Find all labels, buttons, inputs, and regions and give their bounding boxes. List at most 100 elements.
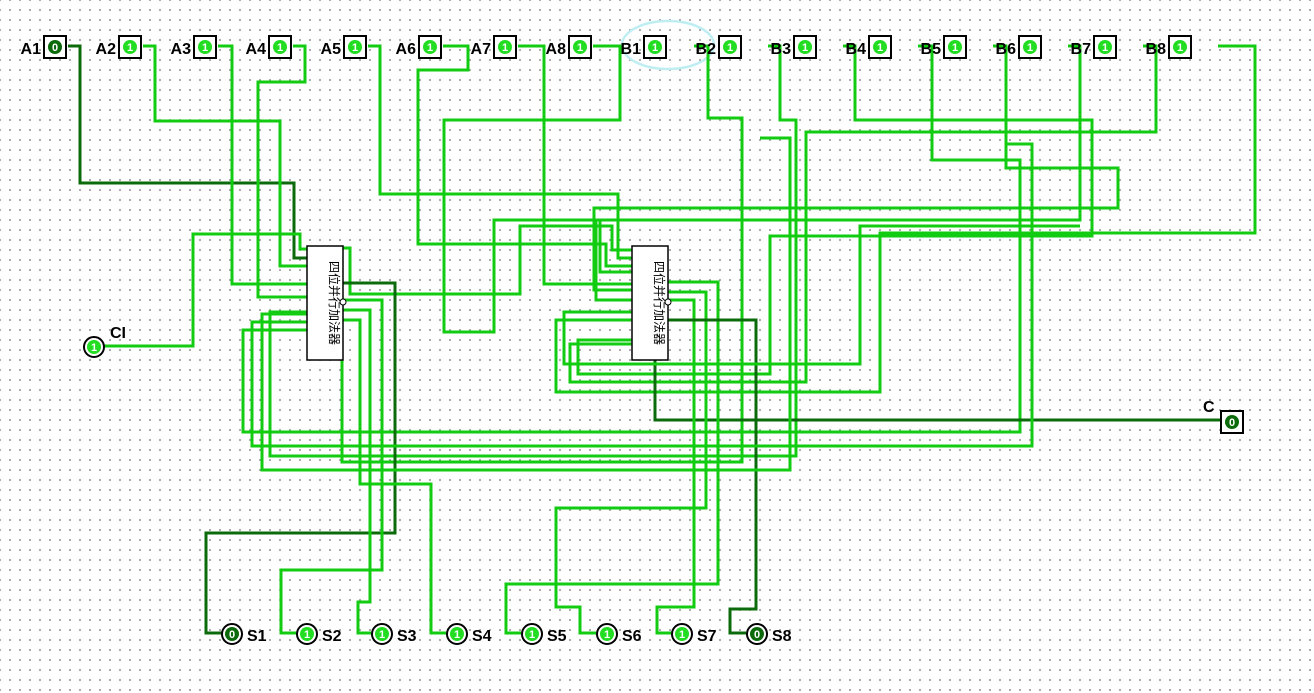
output-label-s5: S5 — [547, 628, 567, 645]
wire-a5[interactable] — [368, 44, 632, 260]
output-led-s3 — [375, 627, 389, 641]
wire-chip1-cout[interactable] — [340, 224, 632, 296]
wire-a4[interactable] — [256, 44, 308, 299]
output-led-s8 — [750, 627, 764, 641]
output-led-s5 — [525, 627, 539, 641]
wire-layer — [68, 44, 1257, 635]
input-label-b3: B3 — [771, 41, 792, 58]
wire-b8[interactable] — [554, 44, 1257, 394]
output-label-s1: S1 — [247, 628, 267, 645]
input-pin-b5[interactable]: B5 1 — [921, 35, 967, 59]
wire-b7[interactable] — [568, 44, 1158, 384]
input-value-b7: 1 — [1102, 42, 1108, 54]
adder-chip-1[interactable]: 四位并行加法器 — [306, 245, 347, 361]
output-led-s1 — [225, 627, 239, 641]
wire-b2[interactable] — [268, 44, 798, 458]
output-value-s8: 0 — [754, 629, 760, 641]
input-label-b1: B1 — [621, 41, 642, 58]
wire-cout[interactable] — [653, 360, 1220, 422]
wire-a2[interactable] — [143, 44, 308, 268]
input-value-b8: 1 — [1177, 42, 1183, 54]
wire-s1[interactable] — [204, 281, 397, 635]
c-value: 0 — [1229, 417, 1235, 429]
input-led-b3 — [798, 40, 812, 54]
wire-a6[interactable] — [416, 44, 632, 268]
wire-ci[interactable] — [103, 232, 308, 348]
wire-b6[interactable] — [594, 44, 1082, 302]
input-label-a4: A4 — [246, 41, 267, 58]
input-led-b4 — [873, 40, 887, 54]
wire-s6[interactable] — [554, 290, 708, 635]
wire-s8[interactable] — [666, 318, 758, 635]
output-led-s4 — [450, 627, 464, 641]
wire-a7[interactable] — [518, 44, 632, 286]
input-label-a6: A6 — [396, 41, 417, 58]
output-label-s8: S8 — [772, 628, 792, 645]
wire-s7[interactable] — [655, 298, 696, 635]
wire-s3[interactable] — [340, 308, 372, 635]
input-pin-b4[interactable]: B4 1 — [846, 35, 892, 59]
wire-a3[interactable] — [218, 44, 308, 286]
input-label-b8: B8 — [1146, 41, 1167, 58]
input-label-b5: B5 — [921, 41, 942, 58]
output-value-s3: 1 — [379, 629, 385, 641]
wire-b1[interactable] — [340, 44, 744, 464]
input-value-a2: 1 — [127, 42, 133, 54]
input-led-b8 — [1173, 40, 1187, 54]
wire-s5[interactable] — [504, 280, 720, 635]
input-led-b6 — [1023, 40, 1037, 54]
selection-highlight — [620, 19, 716, 71]
wire-loop-3[interactable] — [562, 224, 1080, 366]
input-value-b4: 1 — [877, 42, 883, 54]
adder-chip-1-carry-out — [339, 298, 347, 306]
input-label-b4: B4 — [846, 41, 867, 58]
wire-s4[interactable] — [340, 318, 446, 635]
output-led-s7 — [675, 627, 689, 641]
input-label-b2: B2 — [696, 41, 717, 58]
input-value-a8: 1 — [577, 42, 583, 54]
adder-chip-2[interactable]: 四位并行加法器 — [631, 245, 672, 361]
input-label-a5: A5 — [321, 41, 342, 58]
wire-b3[interactable] — [576, 44, 1094, 376]
wire-b4[interactable] — [241, 44, 1022, 434]
input-pin-b8[interactable]: B8 1 — [1146, 35, 1192, 59]
wire-a8[interactable] — [442, 44, 632, 334]
output-label-s7: S7 — [697, 628, 717, 645]
output-value-s1: 0 — [229, 629, 235, 641]
c-label: C — [1203, 399, 1215, 416]
wire-loop-2[interactable] — [260, 136, 792, 472]
input-led-b2 — [723, 40, 737, 54]
wire-b5[interactable] — [592, 44, 1120, 292]
input-led-a7 — [498, 40, 512, 54]
input-led-a4 — [273, 40, 287, 54]
ci-value: 1 — [91, 342, 97, 354]
adder-chip-2-label: 四位并行加法器 — [652, 261, 667, 345]
wire-a1[interactable] — [68, 44, 308, 260]
input-value-b5: 1 — [952, 42, 958, 54]
adder-chip-1-label: 四位并行加法器 — [327, 261, 342, 345]
ci-input-pin[interactable]: 1 CI — [83, 325, 126, 358]
input-led-b1 — [648, 40, 662, 54]
output-pin-s1: 0 S1 — [221, 623, 267, 645]
wire-s2[interactable] — [279, 298, 384, 635]
output-label-s2: S2 — [322, 628, 342, 645]
input-label-a3: A3 — [171, 41, 192, 58]
